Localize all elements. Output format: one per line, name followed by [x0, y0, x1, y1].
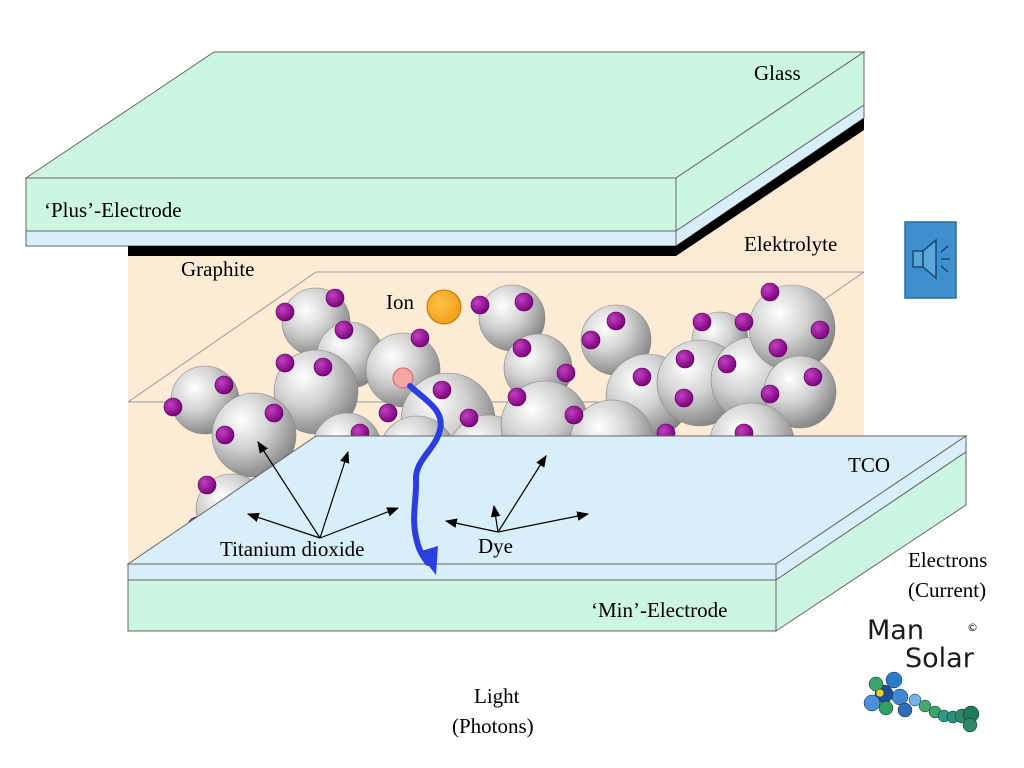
dye-molecule [760, 282, 780, 302]
dye-pointers [444, 454, 590, 533]
dye-molecule [275, 302, 295, 322]
dye-molecule [674, 388, 694, 408]
plus-electrode-label: ‘Plus’-Electrode [44, 198, 182, 222]
dye-molecule [581, 330, 601, 350]
dye-molecule [760, 384, 780, 404]
logo-bead [878, 700, 894, 716]
dye-molecule [632, 367, 652, 387]
dye-molecule [275, 353, 295, 373]
logo-bead [962, 717, 978, 733]
logo-bead [885, 671, 903, 689]
photons-label: (Photons) [452, 714, 534, 738]
light-label: Light [474, 684, 520, 708]
dye-molecule [214, 375, 234, 395]
current-label: (Current) [908, 578, 986, 602]
dye-molecule [459, 408, 479, 428]
electron-path [392, 367, 444, 575]
logo-bead [868, 676, 884, 692]
min-electrode-label: ‘Min’-Electrode [591, 598, 727, 622]
titanium-dioxide-pointers [246, 440, 400, 539]
logo-copyright: © [967, 621, 978, 634]
logo-bead [891, 688, 909, 706]
logo-bead [918, 699, 932, 713]
dye-molecule [564, 405, 584, 425]
dye-molecule [470, 295, 490, 315]
dye-molecule [432, 380, 452, 400]
logo-bead [908, 693, 922, 707]
ion-label: Ion [386, 290, 414, 314]
dye-molecule [410, 328, 430, 348]
logo-solar-text: Solar [905, 643, 975, 674]
dye-molecule [717, 354, 737, 374]
dye-molecule [556, 363, 576, 383]
dye-molecule [325, 288, 345, 308]
logo-bead [875, 688, 885, 698]
dye-molecule [768, 338, 788, 358]
dye-molecule [163, 397, 183, 417]
speaker-icon [912, 238, 950, 280]
electrons-label: Electrons [908, 548, 987, 572]
ion-particle [426, 289, 462, 325]
dye-molecule [692, 312, 712, 332]
dye-molecule [512, 338, 532, 358]
bottom-glass-plate [126, 435, 968, 632]
dye-molecule [215, 425, 235, 445]
top-glass-plate [24, 51, 866, 247]
titanium-dioxide-label: Titanium dioxide [220, 537, 365, 561]
logo-bead [897, 702, 913, 718]
dye-molecule [514, 292, 534, 312]
dye-molecule [507, 387, 527, 407]
dye-molecule [803, 367, 823, 387]
dye-molecule [810, 320, 830, 340]
dye-molecule [734, 312, 754, 332]
dye-molecule [313, 357, 333, 377]
dye-label: Dye [478, 534, 513, 558]
glass-label: Glass [754, 61, 801, 85]
logo-man-text: Man [867, 615, 924, 646]
dye-molecule [606, 311, 626, 331]
dye-molecule [264, 403, 284, 423]
elektrolyte-label: Elektrolyte [744, 232, 837, 256]
tco-label: TCO [848, 453, 890, 477]
dye-molecule [675, 349, 695, 369]
logo-bead-chain [863, 671, 980, 733]
mansolar-logo: Man © Solar [863, 615, 980, 733]
dye-molecule [378, 403, 398, 423]
speaker-button[interactable] [904, 221, 957, 299]
graphite-label: Graphite [181, 257, 254, 281]
logo-bead [863, 694, 881, 712]
dye-molecule [197, 475, 217, 495]
dye-molecule [334, 320, 354, 340]
